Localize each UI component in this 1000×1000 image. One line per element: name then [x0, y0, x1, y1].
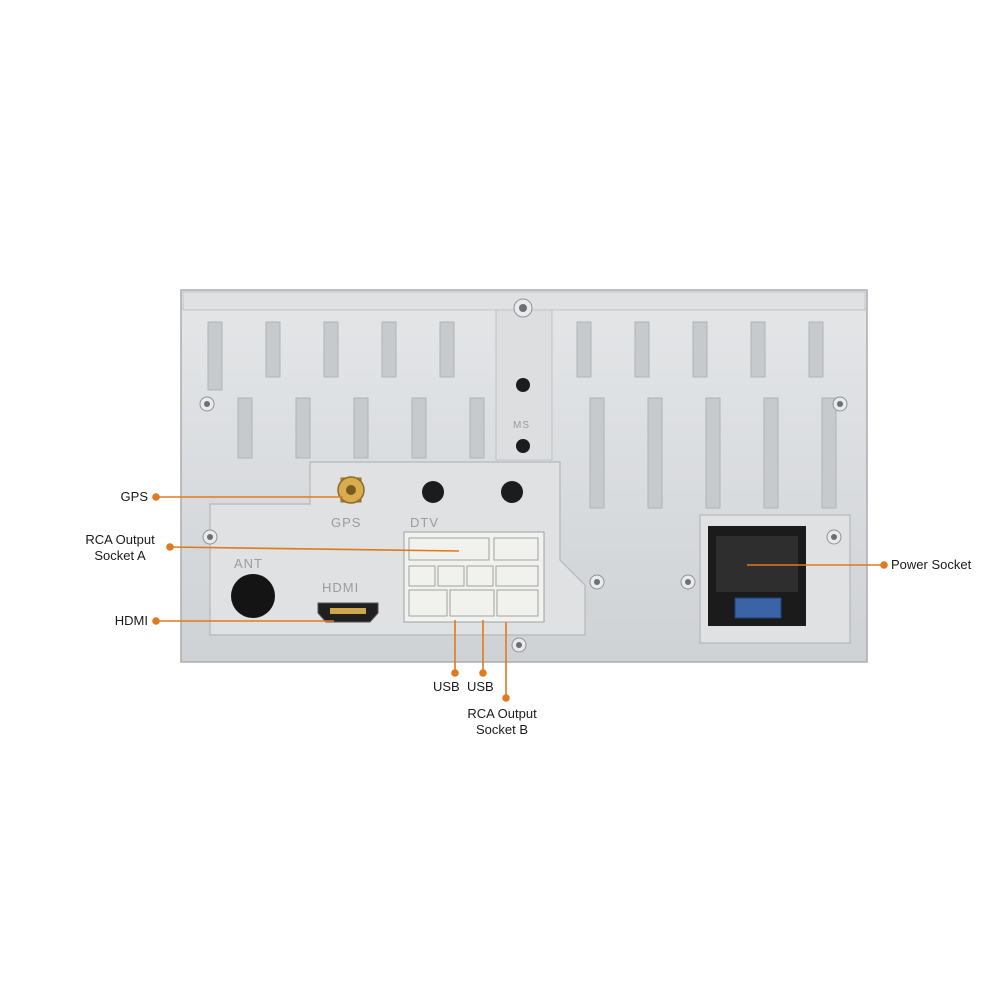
hdmi-marking: HDMI [322, 580, 359, 595]
screw-icon [511, 637, 527, 653]
rca-b-line2: Socket B [475, 722, 529, 737]
rca-output-socket-b-label: RCA Output Socket B [454, 706, 550, 738]
screw-icon [680, 574, 696, 590]
screw-icon [513, 298, 533, 318]
ant-port [231, 574, 275, 618]
hdmi-label: HDMI [114, 613, 148, 628]
hdmi-port [317, 602, 379, 623]
rca-b-line1: RCA Output [467, 706, 537, 721]
rca-a-line2: Socket A [94, 548, 146, 563]
usb-label-1: USB [433, 679, 460, 694]
screw-icon [826, 529, 842, 545]
callout-lines [152, 493, 888, 702]
center-holes [516, 378, 530, 453]
screw-icon [199, 396, 215, 412]
screw-icon [832, 396, 848, 412]
dtv-marking: DTV [410, 515, 439, 530]
screw-icon [202, 529, 218, 545]
multi-pin-connector [403, 531, 545, 623]
usb-label-2: USB [467, 679, 494, 694]
rca-output-socket-a-label: RCA Output Socket A [74, 532, 166, 564]
dtv-holes [422, 481, 523, 503]
ant-marking: ANT [234, 556, 263, 571]
screw-icon [589, 574, 605, 590]
power-socket [708, 526, 806, 626]
gps-marking: GPS [331, 515, 361, 530]
ms-marking: MS [513, 420, 530, 431]
gps-label: GPS [120, 489, 148, 504]
screws [199, 298, 848, 653]
cooling-fins [207, 321, 837, 509]
rca-a-line1: RCA Output [85, 532, 155, 547]
power-socket-label: Power Socket [891, 557, 972, 572]
gps-connector [337, 476, 365, 504]
